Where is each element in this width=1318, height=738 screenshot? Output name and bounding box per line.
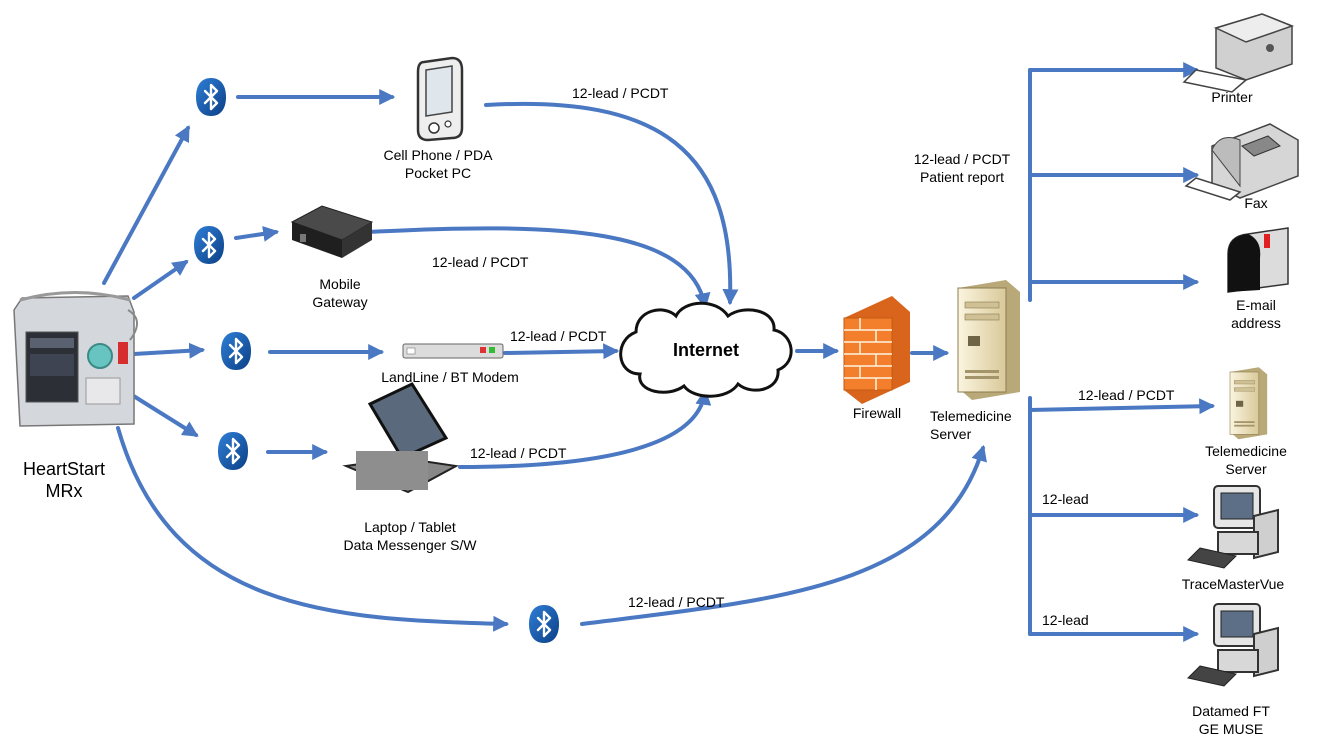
arrow-mrx-bt1	[102, 125, 190, 285]
fax-label: Fax	[1244, 195, 1268, 211]
arrow-modem-internet	[503, 343, 620, 360]
cellphone-label-line1: Cell Phone / PDA	[383, 147, 493, 163]
bluetooth-icon	[216, 430, 250, 472]
server-label: Telemedicine Server	[930, 407, 1012, 443]
arrow-mrx-bt4	[130, 393, 199, 437]
email-label: E-mail address	[1214, 296, 1298, 332]
link-label-remote-server: 12-lead / PCDT	[1078, 387, 1175, 403]
printer-label: Printer	[1211, 89, 1253, 105]
workstation-icon	[1187, 603, 1279, 687]
heartstart-label-line2: MRx	[45, 481, 83, 501]
arrow-bt2-gateway	[234, 225, 280, 242]
arrow-gateway-internet	[366, 226, 711, 310]
gateway-label-line2: Gateway	[312, 294, 368, 310]
remote-server-label-line1: Telemedicine	[1205, 443, 1287, 459]
bluetooth-icon	[219, 330, 253, 372]
gateway-label-line1: Mobile	[319, 276, 361, 292]
link-label-modem: 12-lead / PCDT	[510, 328, 607, 344]
fax-icon	[1184, 123, 1299, 201]
link-label-reports-line1: 12-lead / PCDT	[913, 151, 1011, 167]
bluetooth-icon	[527, 603, 561, 645]
laptop-icon	[342, 382, 460, 494]
link-label-gateway: 12-lead / PCDT	[432, 254, 529, 270]
arrow-mrx-bt2	[132, 260, 189, 300]
printer-icon	[1182, 13, 1295, 93]
pda-icon	[416, 56, 464, 142]
gateway-icon	[290, 205, 374, 258]
datamed-label-line2: GE MUSE	[1198, 721, 1264, 737]
laptop-label-line2: Data Messenger S/W	[343, 537, 477, 553]
link-label-laptop: 12-lead / PCDT	[470, 445, 567, 461]
server-icon	[957, 279, 1021, 401]
arrow-bt5-server	[580, 444, 987, 626]
mailbox-icon	[1227, 227, 1289, 293]
server-label-line1: Telemedicine	[930, 408, 1012, 424]
arrow-remote-server	[1028, 398, 1216, 415]
firewall-icon	[843, 296, 910, 404]
cellphone-label: Cell Phone / PDA Pocket PC	[358, 146, 518, 182]
arrow-mrx-bt5	[116, 426, 510, 632]
email-label-line1: E-mail	[1236, 297, 1276, 313]
remote-server-label-line2: Server	[1225, 461, 1267, 477]
link-label-cellphone: 12-lead / PCDT	[572, 85, 669, 101]
heartstart-label-line1: HeartStart	[22, 459, 106, 479]
connector-lines	[102, 62, 1216, 642]
link-label-direct: 12-lead / PCDT	[628, 594, 725, 610]
email-label-line2: address	[1231, 315, 1281, 331]
modem-icon	[402, 343, 504, 359]
link-label-tracemaster: 12-lead	[1042, 491, 1089, 507]
link-label-datamed: 12-lead	[1042, 612, 1089, 628]
cellphone-label-line2: Pocket PC	[404, 165, 472, 181]
modem-label: LandLine / BT Modem	[381, 369, 519, 385]
server-icon	[1229, 366, 1268, 440]
arrow-pda-internet	[484, 101, 739, 306]
bluetooth-icon	[192, 224, 226, 266]
datamed-label: Datamed FT GE MUSE	[1176, 702, 1286, 738]
workstation-icon	[1187, 485, 1279, 569]
laptop-label: Laptop / Tablet Data Messenger S/W	[320, 518, 500, 554]
arrow-mrx-bt3	[132, 342, 206, 359]
defibrillator-icon	[13, 291, 138, 427]
laptop-label-line1: Laptop / Tablet	[364, 519, 456, 535]
link-label-reports: 12-lead / PCDT Patient report	[904, 150, 1020, 186]
datamed-label-line1: Datamed FT	[1192, 703, 1270, 719]
remote-server-label: Telemedicine Server	[1196, 442, 1296, 478]
gateway-label: Mobile Gateway	[290, 275, 390, 311]
tracemaster-label: TraceMasterVue	[1181, 576, 1285, 592]
bluetooth-icon	[194, 76, 228, 118]
arrow-laptop-internet	[458, 388, 712, 469]
firewall-label: Firewall	[852, 405, 902, 421]
link-label-reports-line2: Patient report	[919, 169, 1005, 185]
cloud-icon	[619, 301, 793, 398]
internet-label: Internet	[672, 340, 739, 360]
heartstart-label: HeartStart MRx	[20, 458, 108, 502]
server-label-line2: Server	[930, 426, 972, 442]
